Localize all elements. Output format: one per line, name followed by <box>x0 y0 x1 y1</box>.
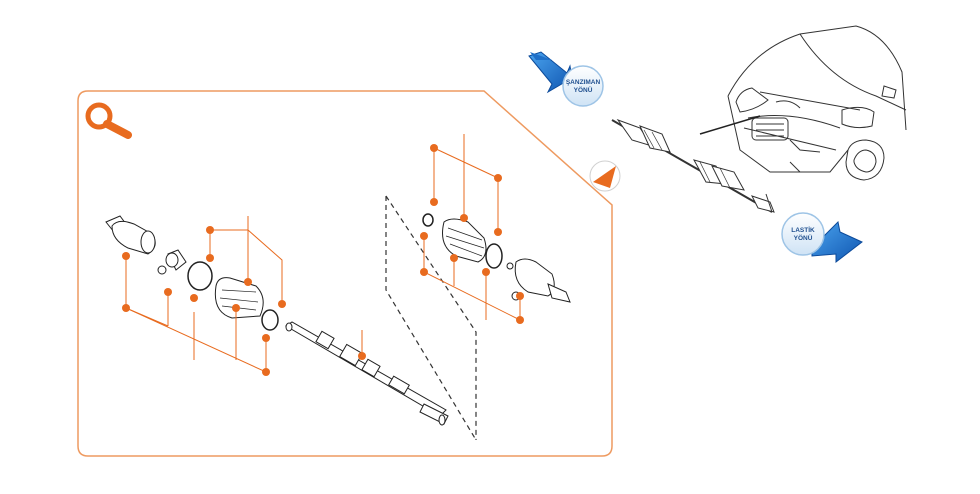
callout-dot[interactable] <box>262 334 270 342</box>
inner-cv-joint-assembly <box>422 213 571 303</box>
callout-dot[interactable] <box>516 292 524 300</box>
callout-dot[interactable] <box>206 226 214 234</box>
zoom-frame <box>77 90 613 457</box>
callout-dot[interactable] <box>430 144 438 152</box>
callout-dot[interactable] <box>420 268 428 276</box>
callout-dot[interactable] <box>430 198 438 206</box>
wheel-badge-line2: YÖNÜ <box>794 233 813 242</box>
callout-dot[interactable] <box>232 304 240 312</box>
wheel-badge-line1: LASTİK <box>791 226 815 234</box>
magnifier-icon[interactable] <box>85 102 132 139</box>
callout-dot[interactable] <box>420 232 428 240</box>
callout-dot[interactable] <box>278 300 286 308</box>
callout-dot[interactable] <box>190 294 198 302</box>
callout-dot[interactable] <box>164 288 172 296</box>
callout-dot[interactable] <box>244 278 252 286</box>
callout-dot[interactable] <box>358 352 366 360</box>
inner-joint-dashed-box <box>385 195 477 441</box>
transmission-direction-badge[interactable]: ŞANZIMAN YÖNÜ <box>528 51 604 107</box>
callout-dot[interactable] <box>122 252 130 260</box>
callout-dot[interactable] <box>482 268 490 276</box>
callout-dot[interactable] <box>122 304 130 312</box>
vehicle-driveshaft <box>611 115 775 213</box>
transmission-badge-line2: YÖNÜ <box>574 85 593 94</box>
callout-dot[interactable] <box>494 228 502 236</box>
outer-cv-joint-assembly <box>105 215 279 331</box>
arrow-down-right-icon <box>811 220 863 264</box>
callout-dot[interactable] <box>262 368 270 376</box>
callout-dot[interactable] <box>206 254 214 262</box>
triangle-pointer-icon[interactable] <box>589 160 621 192</box>
callout-dot[interactable] <box>516 316 524 324</box>
callout-dot[interactable] <box>460 214 468 222</box>
transmission-badge-line1: ŞANZIMAN <box>566 79 601 86</box>
callout-dot[interactable] <box>450 254 458 262</box>
axle-shaft <box>285 321 449 426</box>
callout-dots <box>122 144 524 376</box>
wheel-direction-badge[interactable]: LASTİK YÖNÜ <box>781 212 863 264</box>
car-illustration <box>727 25 907 181</box>
callout-dot[interactable] <box>494 174 502 182</box>
